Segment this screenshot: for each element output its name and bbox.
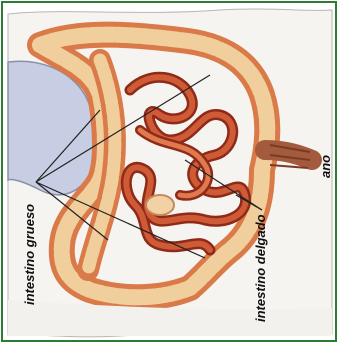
label-intestino-delgado: intestino delgado <box>253 214 268 322</box>
label-intestino-grueso: intestino grueso <box>22 204 37 305</box>
label-ano: ano <box>318 155 333 178</box>
